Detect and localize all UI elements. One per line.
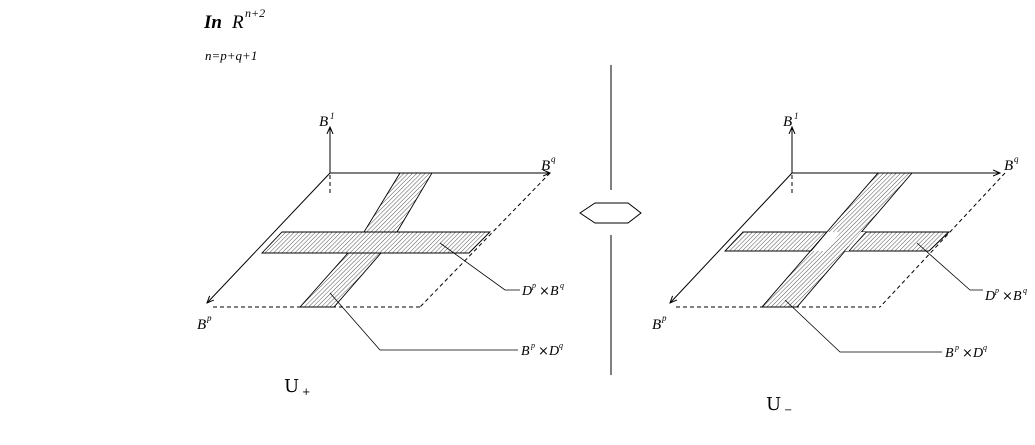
svg-text:p: p xyxy=(954,343,959,352)
svg-text:B: B xyxy=(550,284,559,299)
right-leader-lower xyxy=(784,299,942,353)
right-label-axis-1: B xyxy=(783,114,792,130)
svg-text:D: D xyxy=(972,346,983,361)
right-right-edge xyxy=(879,172,1006,308)
left-label-axis-q: B xyxy=(541,158,550,174)
left-diagram: B 1 B q B p D p × B q B p × D q U + xyxy=(197,111,564,398)
left-leader-upper xyxy=(439,242,520,291)
svg-text:B: B xyxy=(1013,289,1022,304)
header: In R n+2 n=p+q+1 xyxy=(203,6,265,63)
svg-text:1: 1 xyxy=(794,111,799,121)
left-label-dp-bq: D p × B q xyxy=(521,281,564,299)
right-label-bp-dq: B p × D q xyxy=(945,343,987,361)
svg-text:q: q xyxy=(551,154,556,164)
svg-text:p: p xyxy=(206,313,212,323)
dimension-formula: n=p+q+1 xyxy=(205,48,257,63)
left-caption: U xyxy=(284,376,299,397)
left-leader-lower xyxy=(329,292,518,351)
svg-text:B: B xyxy=(945,346,954,361)
left-band-dp-bq xyxy=(260,231,492,254)
separator xyxy=(579,65,642,375)
svg-text:D: D xyxy=(521,284,532,299)
svg-text:q: q xyxy=(1023,286,1027,295)
svg-text:q: q xyxy=(559,341,563,350)
left-label-axis-p: B xyxy=(197,317,206,333)
svg-text:×: × xyxy=(539,284,550,299)
svg-text:1: 1 xyxy=(330,111,335,121)
svg-text:p: p xyxy=(661,313,667,323)
left-label-axis-1: B xyxy=(319,114,328,130)
svg-text:q: q xyxy=(1014,154,1019,164)
right-band-bp-dq xyxy=(761,172,913,308)
svg-text:q: q xyxy=(983,343,987,352)
svg-text:×: × xyxy=(962,346,973,361)
svg-text:×: × xyxy=(1002,289,1013,304)
title-space: R xyxy=(231,12,244,33)
left-caption-sub: + xyxy=(302,387,310,398)
title-exponent: n+2 xyxy=(245,6,265,20)
left-label-bp-dq: B p × D q xyxy=(521,341,563,359)
equivalence-arrow-icon xyxy=(579,202,642,224)
right-caption: U xyxy=(766,394,781,415)
right-label-dp-bq: D p × B q xyxy=(984,286,1027,304)
svg-text:B: B xyxy=(521,344,530,359)
svg-text:p: p xyxy=(531,281,536,290)
left-axis-p xyxy=(207,172,331,303)
svg-text:×: × xyxy=(538,344,549,359)
svg-text:p: p xyxy=(994,286,999,295)
svg-text:D: D xyxy=(984,289,995,304)
left-right-edge xyxy=(419,172,551,308)
right-label-axis-p: B xyxy=(652,317,661,333)
right-axis-p xyxy=(670,172,793,303)
svg-text:q: q xyxy=(560,281,564,290)
left-band-bp-dq-upper xyxy=(363,172,433,233)
right-diagram: B 1 B q B p D p × B q B p × D q U − xyxy=(652,111,1027,416)
left-band-bp-dq-lower xyxy=(298,252,382,308)
title-in: In xyxy=(203,12,222,33)
right-caption-sub: − xyxy=(784,405,792,416)
right-label-axis-q: B xyxy=(1004,158,1013,174)
svg-text:D: D xyxy=(548,344,559,359)
svg-text:p: p xyxy=(530,341,535,350)
right-leader-upper xyxy=(916,242,983,291)
